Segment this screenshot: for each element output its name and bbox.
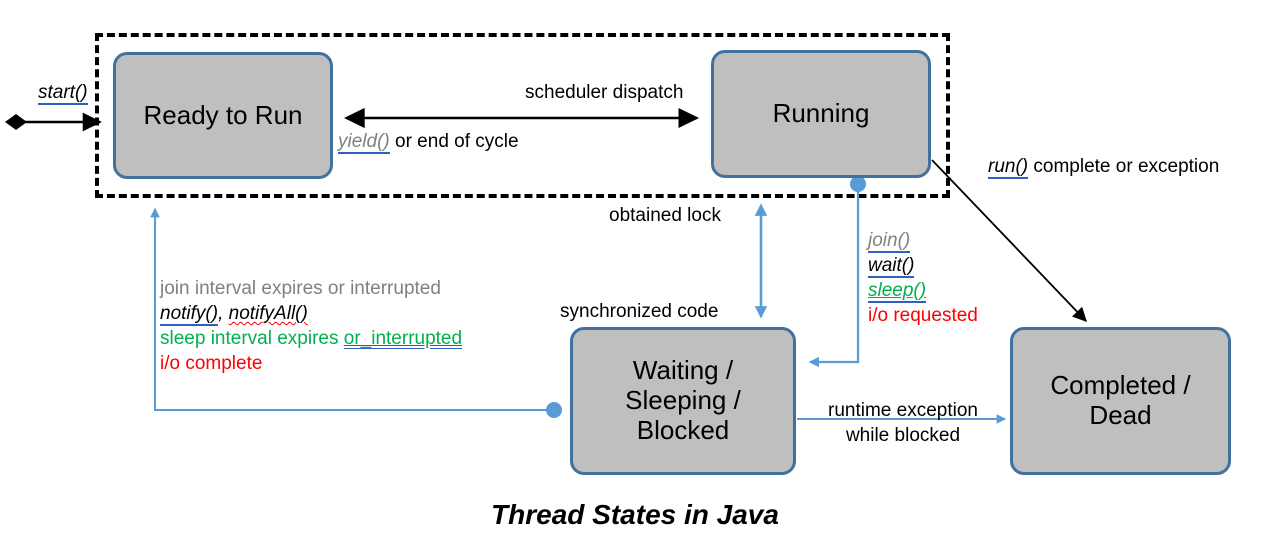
notify-separator: ,: [218, 303, 229, 325]
method-notify: notify(): [160, 303, 219, 327]
label-synchronized-code: synchronized code: [560, 301, 719, 322]
cause-io-requested: i/o requested: [868, 305, 978, 327]
label-yield: yield() or end of cycle: [338, 129, 519, 154]
label-wakeup-causes: join interval expires or interrupted not…: [160, 276, 462, 376]
label-scheduler-dispatch: scheduler dispatch: [525, 82, 684, 103]
cause-wait: wait(): [868, 255, 915, 279]
transition-running-completed: [931, 159, 1087, 323]
method-start: start(): [38, 82, 88, 105]
phrase-or-interrupted: or_interrupted: [343, 328, 463, 350]
state-completed-dead[interactable]: Completed / Dead: [1010, 327, 1231, 475]
label-obtained-lock: obtained lock: [609, 205, 721, 226]
cause-join: join(): [868, 230, 911, 253]
method-yield: yield(): [338, 131, 390, 154]
state-ready-to-run[interactable]: Ready to Run: [113, 52, 333, 179]
initial-state-diamond: [5, 114, 27, 130]
state-label: Completed / Dead: [1050, 370, 1191, 430]
cause-notify: notify(), notifyAll(): [160, 301, 462, 327]
transition-start: [5, 112, 102, 132]
label-run-rest: complete or exception: [1028, 156, 1220, 177]
state-waiting-sleeping-blocked[interactable]: Waiting / Sleeping / Blocked: [570, 327, 796, 475]
label-block-causes: join() wait() sleep() i/o requested: [868, 228, 978, 328]
label-start: start(): [38, 80, 88, 105]
state-running[interactable]: Running: [711, 50, 931, 178]
cause-join-interval: join interval expires or interrupted: [160, 278, 441, 299]
transition-running-waiting: [808, 176, 866, 368]
method-notifyall: notifyAll(): [228, 303, 308, 325]
state-label: Waiting / Sleeping / Blocked: [625, 355, 741, 445]
cause-sleep-interval: sleep interval expires or_interrupted: [160, 328, 463, 350]
state-label: Ready to Run: [143, 99, 303, 130]
state-label: Running: [772, 98, 870, 129]
cause-io-complete: i/o complete: [160, 353, 263, 375]
transition-waiting-ready: [150, 207, 562, 418]
label-runtime-exception: runtime exception while blocked: [828, 400, 978, 447]
cause-sleep: sleep(): [868, 280, 927, 304]
label-yield-rest: or end of cycle: [389, 131, 519, 152]
method-run: run(): [988, 156, 1029, 179]
diagram-title: Thread States in Java: [491, 499, 779, 530]
label-run-complete: run() complete or exception: [988, 154, 1219, 179]
